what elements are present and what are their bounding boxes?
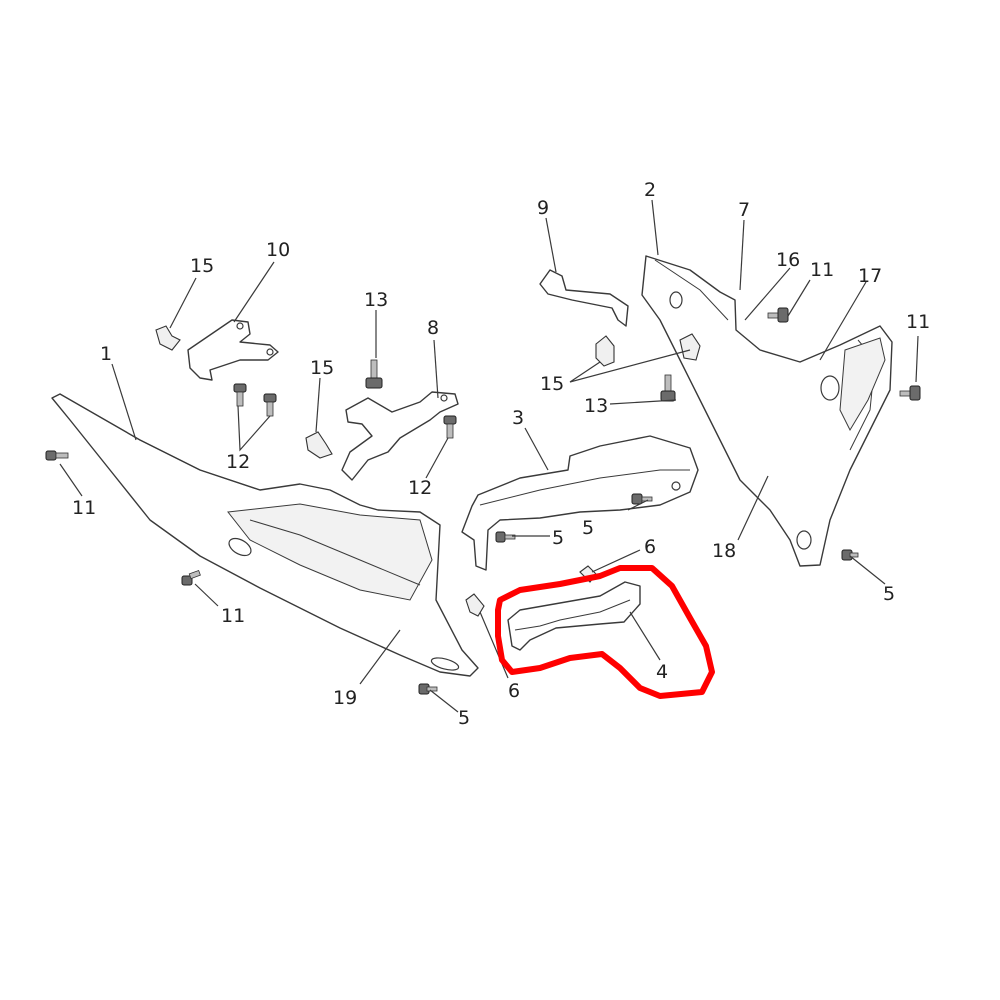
- clip-15-left: [155, 325, 181, 351]
- callout-4: 4: [656, 661, 668, 683]
- callout-19: 19: [333, 687, 357, 709]
- part-18-side-fairing: [641, 255, 893, 567]
- fasteners: [45, 307, 921, 695]
- clip-15-middle: [305, 431, 333, 459]
- highlight-outline-part-4: [495, 565, 715, 699]
- callout-18: 18: [712, 540, 736, 562]
- screw-5-a: [495, 531, 516, 543]
- part-10-bracket: [187, 319, 279, 381]
- callout-15-a: 15: [190, 255, 214, 277]
- callout-17: 17: [858, 265, 882, 287]
- callout-6-a: 6: [644, 536, 656, 558]
- bolt-13-left: [365, 359, 383, 389]
- part-8-bracket: [341, 391, 459, 481]
- callout-11-d: 11: [906, 311, 930, 333]
- callout-3: 3: [512, 407, 524, 429]
- callout-labels: 1 2 3 4 5 5 5 5 6 6 7 8 9 10 11 11 11 11…: [72, 179, 930, 729]
- callout-1: 1: [100, 343, 112, 365]
- screw-5-c: [841, 549, 859, 561]
- callout-11-a: 11: [72, 497, 96, 519]
- screw-11-b: [181, 569, 201, 586]
- callout-11-b: 11: [221, 605, 245, 627]
- part-4-panel: [507, 581, 641, 651]
- clip-15-right-a: [595, 335, 615, 367]
- callout-5-a: 5: [552, 527, 564, 549]
- callout-11-c: 11: [810, 259, 834, 281]
- callout-5-d: 5: [458, 707, 470, 729]
- bolt-12-b: [263, 393, 277, 417]
- part-3-panel: [461, 435, 699, 571]
- callout-16: 16: [776, 249, 800, 271]
- screw-11-c: [767, 307, 789, 323]
- screw-5-d: [418, 683, 438, 695]
- callout-6-b: 6: [508, 680, 520, 702]
- callout-8: 8: [427, 317, 439, 339]
- screw-11-d: [899, 385, 921, 401]
- callout-5-c: 5: [883, 583, 895, 605]
- callout-12-b: 12: [408, 477, 432, 499]
- bolt-12-a: [233, 383, 247, 407]
- callout-7: 7: [738, 199, 750, 221]
- bolt-13-right: [660, 374, 676, 402]
- screw-5-b: [631, 493, 653, 505]
- screw-11-a: [45, 450, 69, 461]
- callout-15-b: 15: [310, 357, 334, 379]
- clip-6-lower: [465, 593, 485, 617]
- callout-13-b: 13: [584, 395, 608, 417]
- callout-13-a: 13: [364, 289, 388, 311]
- leader-lines: [59, 199, 919, 713]
- callout-2: 2: [644, 179, 656, 201]
- callout-5-b: 5: [582, 517, 594, 539]
- callout-12-a: 12: [226, 451, 250, 473]
- callout-15-c: 15: [540, 373, 564, 395]
- part-19-lower-fairing: [51, 393, 479, 677]
- callout-10: 10: [266, 239, 290, 261]
- clips: [155, 325, 701, 617]
- callout-9: 9: [537, 197, 549, 219]
- clip-15-right-b: [679, 333, 701, 361]
- bolt-12-c: [443, 415, 457, 439]
- part-9-bracket: [539, 269, 629, 327]
